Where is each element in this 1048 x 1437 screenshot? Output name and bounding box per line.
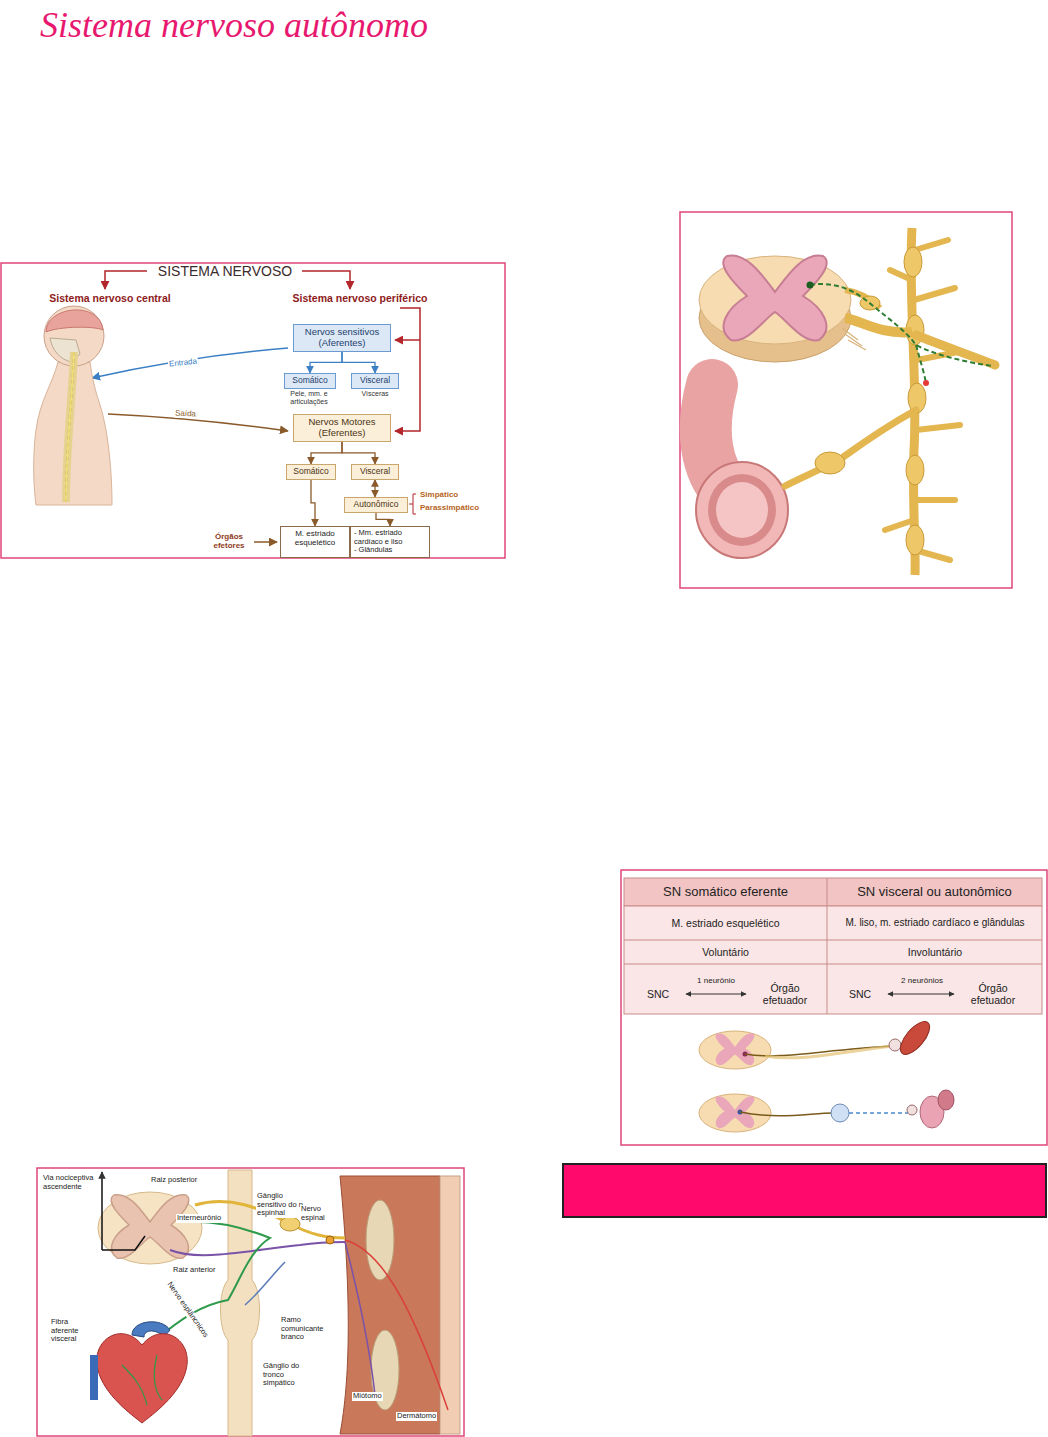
label-text: Sistema nervoso periférico (275, 292, 445, 304)
flow-connector (310, 352, 342, 373)
flow-box: Somático (284, 373, 336, 389)
box-text: - Mm. estriado cardíaco e liso (354, 529, 426, 546)
table-cell: M. estriado esquelético (626, 917, 825, 929)
label-text: Nervo esplâncnicos (164, 1280, 210, 1340)
flow-box: - Mm. estriado cardíaco e liso- Glândula… (350, 526, 430, 558)
flow-connector (342, 442, 375, 464)
label-text: Ramo comunicante branco (280, 1316, 324, 1342)
label-text: Interneurônio (176, 1214, 222, 1223)
flow-connector (374, 480, 375, 497)
sympathetic-chain-illustration (696, 228, 995, 575)
neuron-illustration (699, 1017, 954, 1132)
flow-box: Visceral (351, 464, 399, 480)
figure-frame (680, 212, 1012, 588)
label-text: Via nociceptiva ascendente (42, 1174, 98, 1191)
brace (409, 494, 416, 514)
page-title: Sistema nervoso autônomo (40, 4, 428, 46)
table-cell: 2 neurônios (890, 976, 954, 985)
table-cell: 1 neurônio (686, 976, 746, 985)
flow-connector (342, 352, 375, 373)
box-text: Nervos sensitivos (Aferentes) (297, 327, 387, 349)
output-arrow (108, 414, 288, 431)
flow-box: Visceral (351, 373, 399, 389)
box-text: - Glândulas (354, 546, 426, 555)
label-text: Vísceras (350, 390, 400, 398)
label-text: Fibra aferente visceral (50, 1318, 96, 1344)
figure-frame (621, 870, 1047, 1145)
label-text: Órgãos efetores (206, 532, 252, 550)
table-cell: Órgão efetuador (750, 982, 820, 1006)
flow-box: Somático (286, 464, 336, 480)
bracket-arrow (105, 271, 147, 289)
box-text: Somático (290, 467, 332, 477)
flow-connector (311, 480, 315, 526)
figure-frame (1, 263, 505, 558)
bracket-arrow (302, 271, 350, 289)
table-cell: SN somático eferente (624, 885, 827, 900)
box-text: Somático (288, 376, 332, 386)
label-text: Saída (174, 408, 197, 418)
label-text: Simpático (420, 490, 458, 499)
label-text: Pele, mm. e articulações (278, 390, 340, 406)
label-text: Parassimpático (420, 503, 479, 512)
flow-connector (376, 513, 390, 526)
table-cell: SN visceral ou autonômico (827, 885, 1042, 900)
flow-box: Nervos sensitivos (Aferentes) (293, 324, 391, 352)
label-text: Sistema nervoso central (30, 292, 190, 304)
box-text: Visceral (355, 467, 395, 477)
bracket-arrow (395, 308, 420, 431)
box-text: Autonômico (348, 500, 404, 510)
label-text: Entrada (168, 356, 199, 368)
table-cell: Voluntário (626, 946, 825, 958)
highlight-bar (563, 1164, 1046, 1217)
flow-connector (311, 442, 342, 464)
label-text: Gânglio do tronco simpático (262, 1362, 308, 1388)
label-text: Dermátomo (396, 1412, 437, 1421)
pointer-arrow (254, 541, 277, 543)
table-cell: M. liso, m. estriado cardíaco e glândula… (830, 917, 1040, 929)
box-text: Nervos Motores (Eferentes) (297, 417, 387, 439)
table-cell: Órgão efetuador (958, 982, 1028, 1006)
flow-box: M. estriado esquelético (280, 526, 350, 558)
flow-box: Nervos Motores (Eferentes) (293, 414, 391, 442)
box-text: M. estriado esquelético (284, 529, 346, 547)
reflex-pathway-illustration (90, 1170, 460, 1436)
label-text: Nervo espinal (300, 1205, 338, 1222)
table-cell: Involuntário (830, 946, 1040, 958)
flow-box: Autonômico (344, 497, 408, 513)
table-cell: SNC (838, 988, 882, 1000)
table-cell: SNC (636, 988, 680, 1000)
comparison-table-grid (624, 878, 1042, 1014)
box-text: Visceral (355, 376, 395, 386)
input-arrow (92, 348, 288, 378)
human-figure (34, 306, 112, 505)
label-text: Miótomo (352, 1392, 383, 1401)
bracket-arrow (395, 339, 420, 341)
label-text: SISTEMA NERVOSO (150, 263, 300, 279)
label-text: Raiz posterior (150, 1176, 198, 1185)
figure-frame (37, 1168, 464, 1436)
label-text: Raiz anterior (172, 1266, 217, 1275)
